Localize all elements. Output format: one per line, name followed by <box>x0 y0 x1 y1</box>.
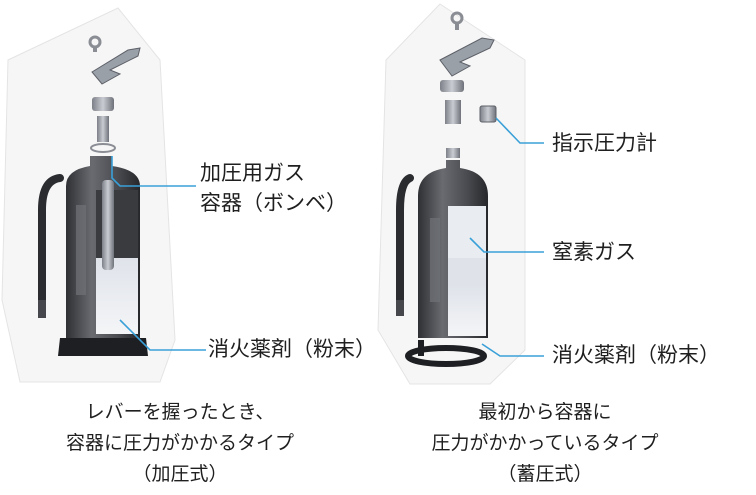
right-nitrogen-space <box>448 206 486 258</box>
caption-left-line1: レバーを握ったとき、 <box>85 401 275 423</box>
caption-left: レバーを握ったとき、 容器に圧力がかかるタイプ （加圧式） <box>25 397 335 490</box>
caption-right: 最初から容器に 圧力がかかっているタイプ （蓄圧式） <box>400 397 690 490</box>
right-lever-icon <box>439 37 495 77</box>
left-extinguisher <box>1 7 176 383</box>
caption-right-line3: （蓄圧式） <box>497 463 593 485</box>
caption-right-line1: 最初から容器に <box>478 401 612 423</box>
left-gas-cylinder <box>102 180 114 270</box>
right-powder <box>448 286 486 336</box>
left-hose <box>38 174 64 304</box>
caption-left-line2: 容器に圧力がかかるタイプ <box>65 432 294 454</box>
right-extinguisher <box>377 3 526 385</box>
caption-left-line3: （加圧式） <box>132 463 228 485</box>
label-gas-cylinder: 加圧用ガス 容器（ボンベ） <box>200 158 347 218</box>
leader-right-nitrogen <box>469 237 544 253</box>
leader-left-powder <box>119 319 206 351</box>
label-nitrogen-gas: 窒素ガス <box>552 240 636 264</box>
label-gas-cylinder-line1: 加圧用ガス <box>200 161 305 185</box>
right-hose <box>396 174 414 304</box>
label-right-powder: 消火薬剤（粉末） <box>552 343 720 367</box>
caption-right-line2: 圧力がかかっているタイプ <box>431 432 659 454</box>
left-powder <box>96 258 138 334</box>
label-pressure-gauge: 指示圧力計 <box>552 131 657 155</box>
label-left-powder: 消火薬剤（粉末） <box>208 337 376 361</box>
left-cap <box>92 97 114 111</box>
leader-left-gas-cylinder <box>111 156 196 187</box>
leader-right-gauge <box>495 117 544 144</box>
leader-right-powder <box>481 343 544 357</box>
left-lever-icon <box>91 47 141 85</box>
right-pressure-gauge-icon <box>479 105 497 123</box>
label-gas-cylinder-line2: 容器（ボンベ） <box>200 191 347 215</box>
leader-lines <box>111 117 544 357</box>
